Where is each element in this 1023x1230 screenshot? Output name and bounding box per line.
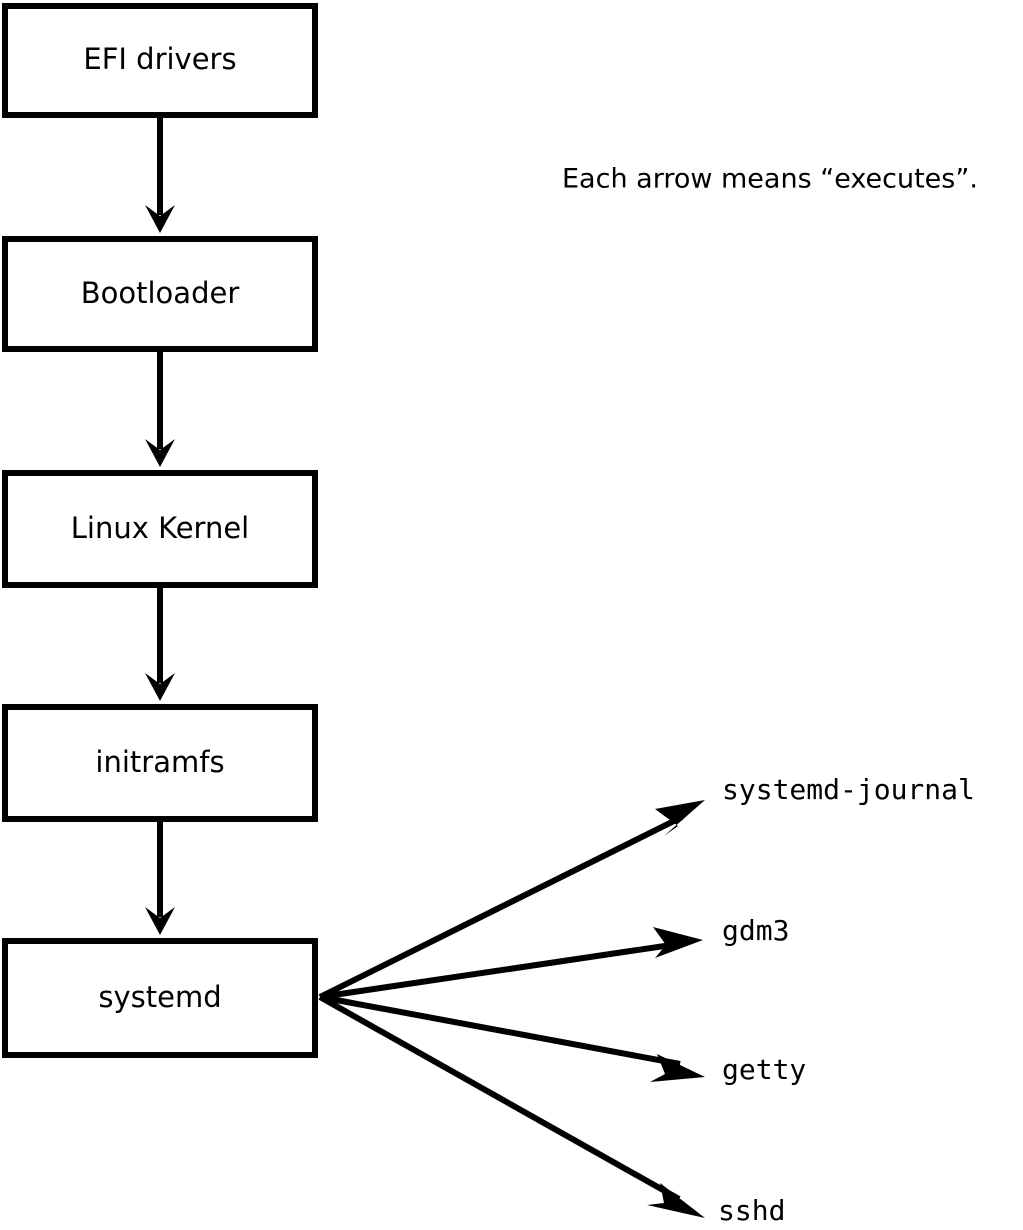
- chain-arrow-kernel-to-initramfs: [145, 588, 175, 701]
- fan-arrow-line: [318, 814, 684, 1000]
- node-box-rect: [2, 3, 318, 118]
- arrow-head-icon: [145, 205, 175, 233]
- node-label: EFI drivers: [83, 42, 236, 76]
- fan-arrow-line: [319, 994, 681, 1067]
- node-label: Bootloader: [81, 276, 240, 310]
- node-bootloader[interactable]: Bootloader: [2, 236, 318, 352]
- node-linux-kernel[interactable]: Linux Kernel: [2, 470, 318, 588]
- chain-arrow-efi-to-bootloader: [145, 118, 175, 233]
- process-label-systemd-journal: systemd-journal: [722, 773, 975, 806]
- node-initramfs[interactable]: initramfs: [2, 704, 318, 822]
- diagram-caption: Each arrow means “executes”.: [562, 164, 978, 195]
- node-box-rect: [2, 938, 318, 1058]
- fan-arrow-line: [319, 941, 679, 1000]
- node-box-rect: [2, 236, 318, 352]
- node-label: systemd: [98, 980, 221, 1014]
- process-label-sshd: sshd: [718, 1194, 785, 1227]
- arrow-head-icon: [655, 800, 705, 836]
- arrow-head-icon: [647, 1183, 705, 1218]
- arrow-head-icon: [145, 907, 175, 935]
- fan-arrow-getty: [319, 994, 705, 1082]
- arrow-head-icon: [145, 673, 175, 701]
- arrow-head-icon: [653, 927, 703, 958]
- node-systemd[interactable]: systemd: [2, 938, 318, 1058]
- node-efi-drivers[interactable]: EFI drivers: [2, 3, 318, 118]
- node-label: Linux Kernel: [71, 511, 249, 545]
- process-label-getty: getty: [722, 1053, 806, 1086]
- chain-arrow-initramfs-to-systemd: [145, 822, 175, 935]
- process-label-gdm3: gdm3: [722, 914, 789, 947]
- fan-arrow-line: [318, 994, 681, 1202]
- node-box-rect: [2, 470, 318, 588]
- chain-arrow-bootloader-to-kernel: [145, 352, 175, 467]
- fan-arrow-gdm3: [319, 927, 703, 1000]
- node-label: initramfs: [95, 745, 224, 779]
- node-box-rect: [2, 704, 318, 822]
- arrow-head-icon: [145, 439, 175, 467]
- fan-arrow-systemd-journal: [318, 800, 705, 1000]
- arrow-head-icon: [650, 1054, 705, 1082]
- fan-arrow-sshd: [318, 994, 705, 1218]
